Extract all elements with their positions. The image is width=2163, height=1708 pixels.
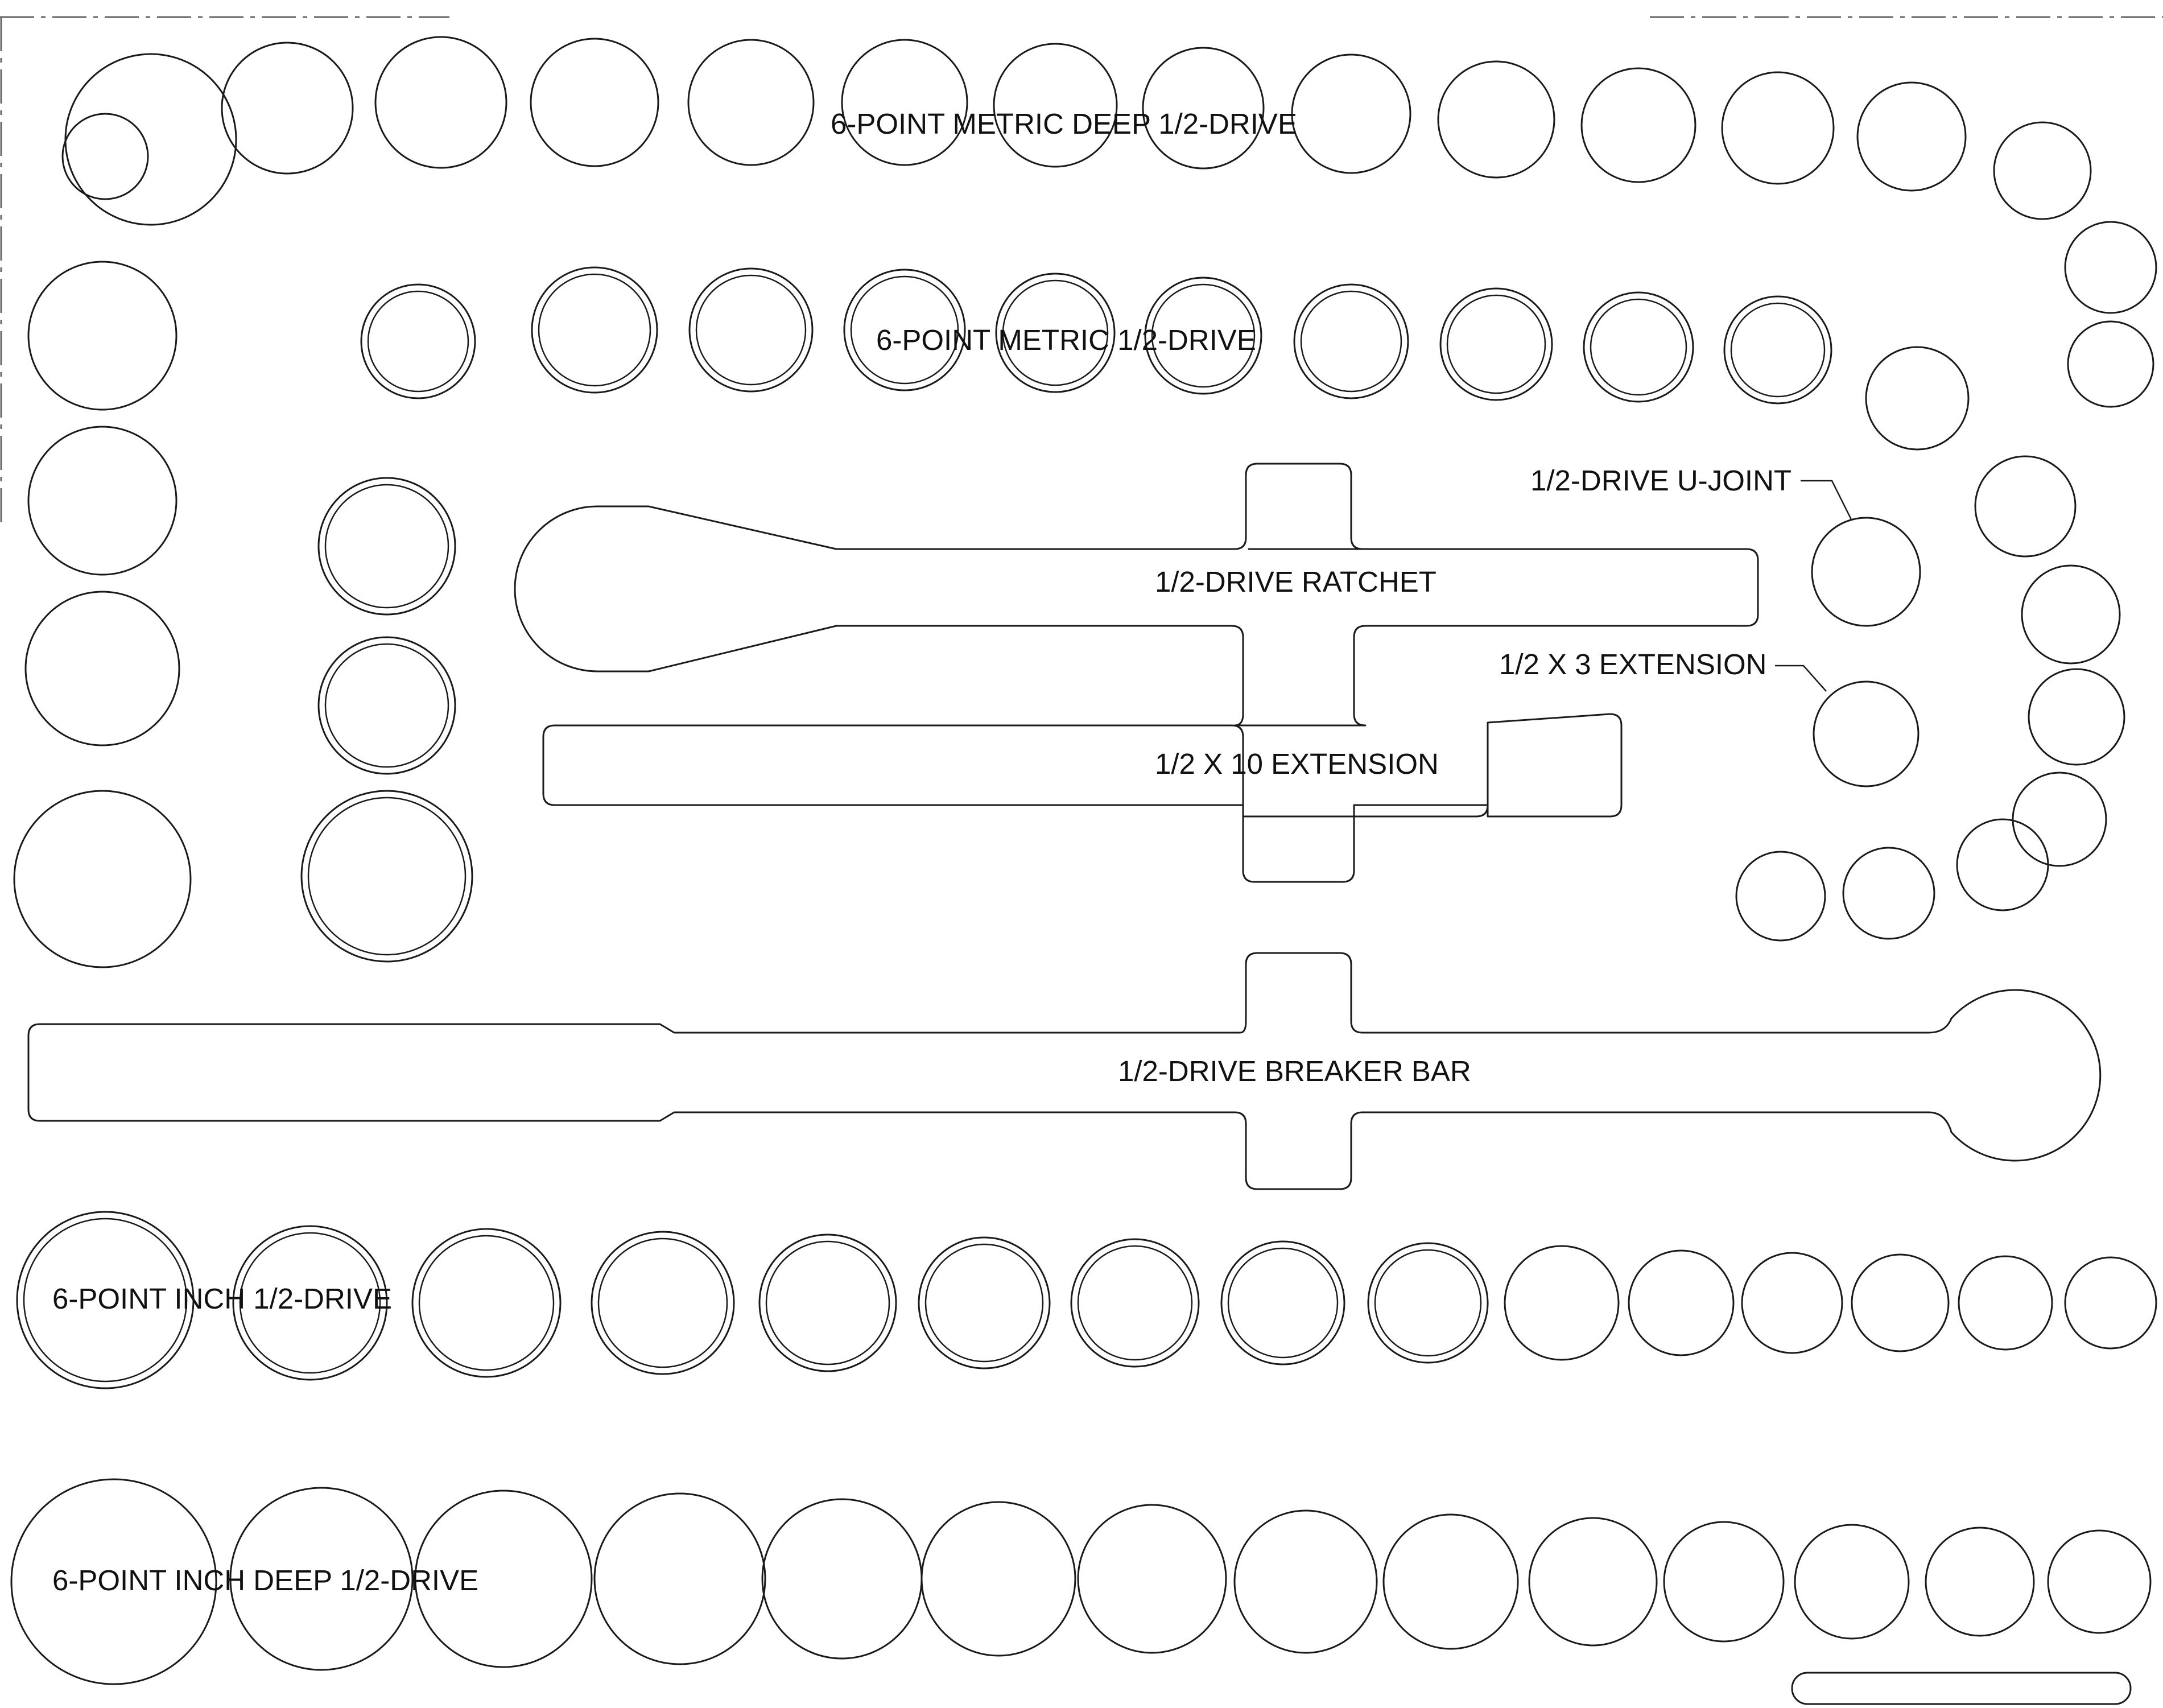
- label-inch: 6-POINT INCH 1/2-DRIVE: [52, 1282, 392, 1315]
- inch-socket-cutout: [16, 1211, 2157, 1389]
- ratchet-cutout: [514, 463, 1759, 727]
- label-inch-deep: 6-POINT INCH DEEP 1/2-DRIVE: [52, 1564, 478, 1596]
- ujoint-leader: [1801, 480, 1853, 521]
- ext10-cutout: [542, 713, 1623, 883]
- label-ext3: 1/2 X 3 EXTENSION: [1499, 648, 1767, 680]
- frame-top-left: [0, 16, 449, 523]
- finger-slot-cutout: [1791, 1672, 2132, 1705]
- label-breaker: 1/2-DRIVE BREAKER BAR: [1118, 1055, 1471, 1087]
- ext3-leader: [1775, 665, 1827, 692]
- ext3-cutout: [1813, 680, 1920, 787]
- label-metric-deep: 6-POINT METRIC DEEP 1/2-DRIVE: [831, 108, 1297, 140]
- metric-deep-socket-cutout: [13, 36, 2157, 968]
- inch-deep-socket-cutout: [10, 1478, 2152, 1685]
- metric-socket-cutout: [300, 266, 2125, 963]
- label-metric: 6-POINT METRIC 1/2-DRIVE: [876, 324, 1256, 356]
- label-ujoint: 1/2-DRIVE U-JOINT: [1530, 464, 1792, 497]
- ujoint-cutout: [1811, 517, 1921, 627]
- breaker-bar-cutout: [27, 952, 2102, 1190]
- label-ext10: 1/2 X 10 EXTENSION: [1155, 748, 1439, 780]
- label-ratchet: 1/2-DRIVE RATCHET: [1155, 566, 1437, 598]
